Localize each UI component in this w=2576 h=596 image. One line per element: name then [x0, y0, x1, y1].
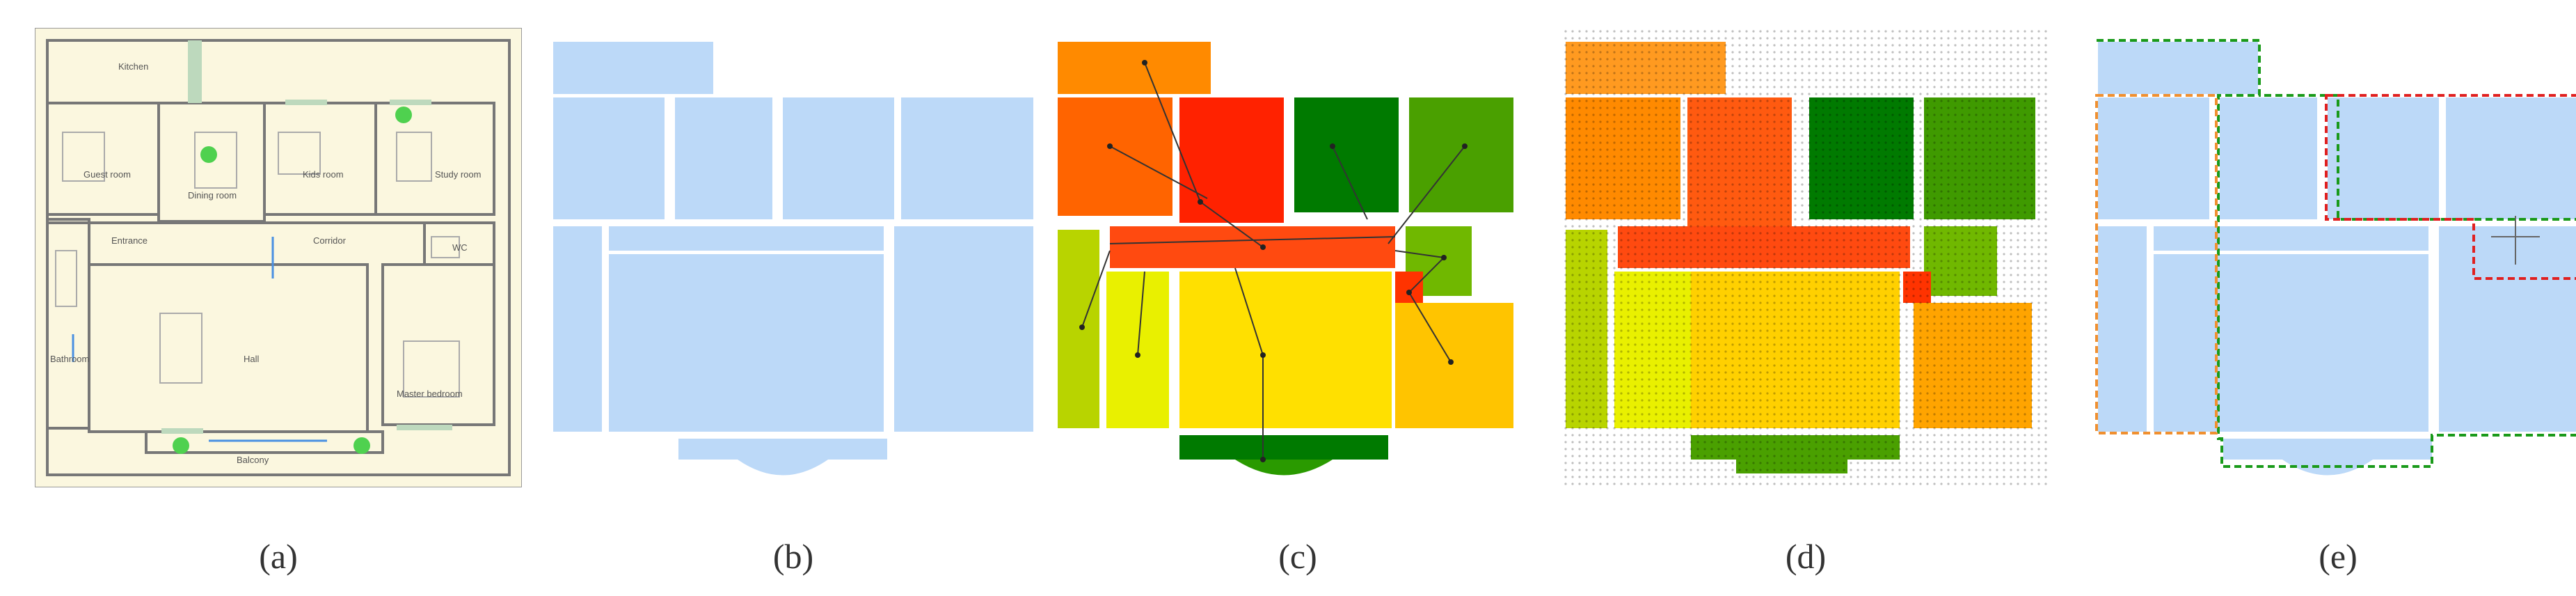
room-graph-svg [1058, 42, 1513, 476]
plan-plant-icons [173, 107, 412, 454]
grid-dot-overlay [1562, 28, 2049, 487]
label-dining-room: Dining room [188, 190, 237, 201]
panel-c-room-graph [1054, 28, 1541, 487]
room-wc-door [1395, 272, 1423, 303]
floor-plan-svg: Kitchen Guest room Dining room Kids room… [35, 28, 522, 487]
label-entrance: Entrance [111, 235, 148, 246]
graph-nodes [1079, 60, 1468, 462]
panel-d-sampled-grid [1562, 28, 2049, 487]
caption-e: (e) [2319, 537, 2358, 576]
caption-b: (b) [772, 537, 814, 576]
label-balcony: Balcony [237, 455, 269, 465]
partition-svg [2095, 39, 2576, 476]
label-hall: Hall [244, 354, 260, 364]
outline-red-dashed [2325, 94, 2576, 280]
plan-furniture [55, 132, 460, 398]
room-hall [1179, 272, 1392, 428]
room-corridor [1110, 226, 1395, 268]
panel-b-floor-mask [550, 28, 1037, 487]
floor-mask-svg [553, 42, 1033, 476]
floor-regions [553, 42, 1033, 460]
label-corridor: Corridor [313, 235, 347, 246]
room-study [1409, 97, 1513, 212]
room-kitchen [1058, 42, 1211, 94]
room-master [1395, 303, 1513, 428]
label-kitchen: Kitchen [118, 61, 148, 72]
caption-d: (d) [1785, 537, 1827, 576]
room-guest [1058, 97, 1172, 216]
label-guest-room: Guest room [84, 169, 131, 180]
label-master-bedroom: Master bedroom [397, 389, 463, 399]
label-bathroom: Bathroom [50, 354, 89, 364]
plan-doors [72, 237, 327, 442]
sampled-grid-svg [1562, 28, 2049, 487]
room-dining [1179, 97, 1284, 223]
panel-a-floor-plan: Kitchen Guest room Dining room Kids room… [35, 28, 522, 487]
balcony-curve [1235, 460, 1333, 476]
label-kids-room: Kids room [303, 169, 344, 180]
panel-e-partition [2094, 28, 2576, 487]
balcony-curve [738, 460, 828, 476]
label-wc: WC [452, 242, 468, 253]
caption-a: (a) [259, 537, 298, 576]
partition-cross-marker [2491, 216, 2540, 265]
room-bath [1058, 230, 1099, 428]
partition-floor [2098, 42, 2576, 460]
plan-windows [161, 40, 452, 434]
room-kids [1294, 97, 1399, 212]
caption-c: (c) [1278, 537, 1317, 576]
room-balcony [1179, 435, 1388, 460]
label-study-room: Study room [435, 169, 481, 180]
outline-orange-dashed [2095, 94, 2218, 434]
graph-edges [1081, 62, 1465, 460]
